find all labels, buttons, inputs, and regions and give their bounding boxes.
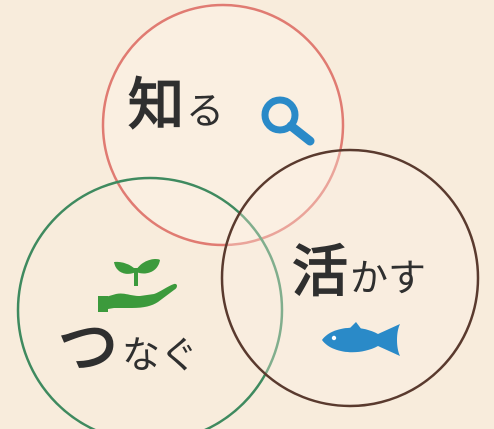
label-ikasu-main: 活	[292, 240, 348, 305]
label-ikasu-suffix: かす	[350, 256, 427, 300]
circle-ikasu	[220, 148, 480, 408]
label-tsunagu: つなぐ	[58, 318, 198, 378]
label-shiru: 知る	[128, 78, 224, 134]
hand-with-seedling-icon	[98, 259, 177, 312]
label-shiru-suffix: る	[186, 89, 225, 133]
magnifier-icon	[261, 96, 315, 146]
fish-icon	[322, 322, 400, 356]
circle-tsunagu	[16, 176, 284, 429]
label-shiru-main: 知	[128, 73, 184, 138]
label-tsunagu-suffix: なぐ	[122, 333, 199, 377]
circle-shiru	[101, 3, 345, 247]
label-tsunagu-main: つ	[58, 313, 118, 383]
label-ikasu: 活かす	[292, 245, 426, 301]
